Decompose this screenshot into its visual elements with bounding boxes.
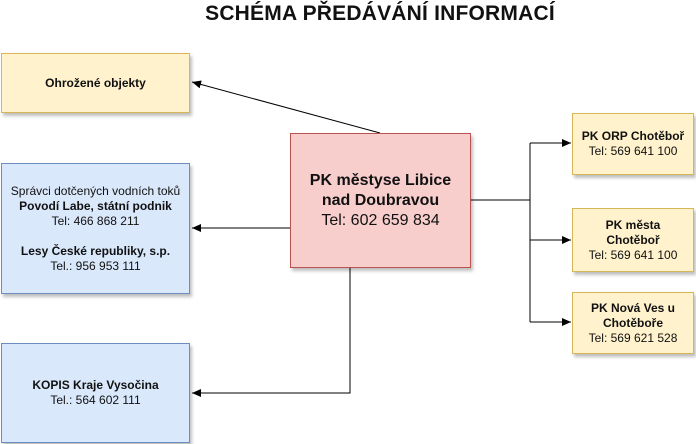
orp-name: PK ORP Chotěboř bbox=[581, 129, 685, 143]
kopis-phone: Tel.: 564 602 111 bbox=[50, 393, 141, 407]
povodi-labe-name: Povodí Labe, státní podnik bbox=[19, 198, 172, 213]
center-phone: Tel: 602 659 834 bbox=[321, 211, 440, 229]
city-name-line2: Chotěboř bbox=[606, 232, 660, 247]
orp-box: PK ORP Chotěboř Tel: 569 641 100 bbox=[572, 113, 694, 175]
center-box: PK městyse Libice nad Doubravou Tel: 602… bbox=[290, 133, 471, 268]
water-managers-box: Správci dotčených vodních toků Povodí La… bbox=[1, 163, 190, 294]
novaves-phone: Tel: 569 621 528 bbox=[588, 330, 678, 345]
threatened-objects-box: Ohrožené objekty bbox=[1, 53, 190, 113]
novaves-name-line2: Chotěboře bbox=[603, 315, 663, 330]
arrow-to-kopis bbox=[192, 268, 351, 397]
city-box: PK města Chotěboř Tel: 569 641 100 bbox=[572, 208, 694, 272]
lesy-cr-phone: Tel.: 956 953 111 bbox=[50, 258, 141, 273]
arrow-to-threatened-objects bbox=[191, 80, 381, 134]
kopis-name: KOPIS Kraje Vysočina bbox=[32, 378, 159, 392]
city-phone: Tel: 569 641 100 bbox=[588, 247, 678, 262]
diagram-title: SCHÉMA PŘEDÁVÁNÍ INFORMACÍ bbox=[205, 2, 555, 25]
threatened-objects-label: Ohrožené objekty bbox=[45, 75, 146, 90]
lesy-cr-name: Lesy České republiky, s.p. bbox=[20, 243, 171, 258]
center-name-line2: nad Doubravou bbox=[321, 191, 440, 209]
novaves-name-line1: PK Nová Ves u bbox=[590, 300, 676, 315]
orp-phone: Tel: 569 641 100 bbox=[588, 144, 678, 158]
center-name-line1: PK městyse Libice bbox=[309, 171, 452, 189]
povodi-labe-phone: Tel: 466 868 211 bbox=[51, 213, 140, 228]
kopis-box: KOPIS Kraje Vysočina Tel.: 564 602 111 bbox=[1, 343, 190, 443]
water-managers-heading: Správci dotčených vodních toků bbox=[10, 183, 181, 198]
city-name-line1: PK města bbox=[605, 217, 661, 232]
novaves-box: PK Nová Ves u Chotěboře Tel: 569 621 528 bbox=[572, 292, 694, 354]
